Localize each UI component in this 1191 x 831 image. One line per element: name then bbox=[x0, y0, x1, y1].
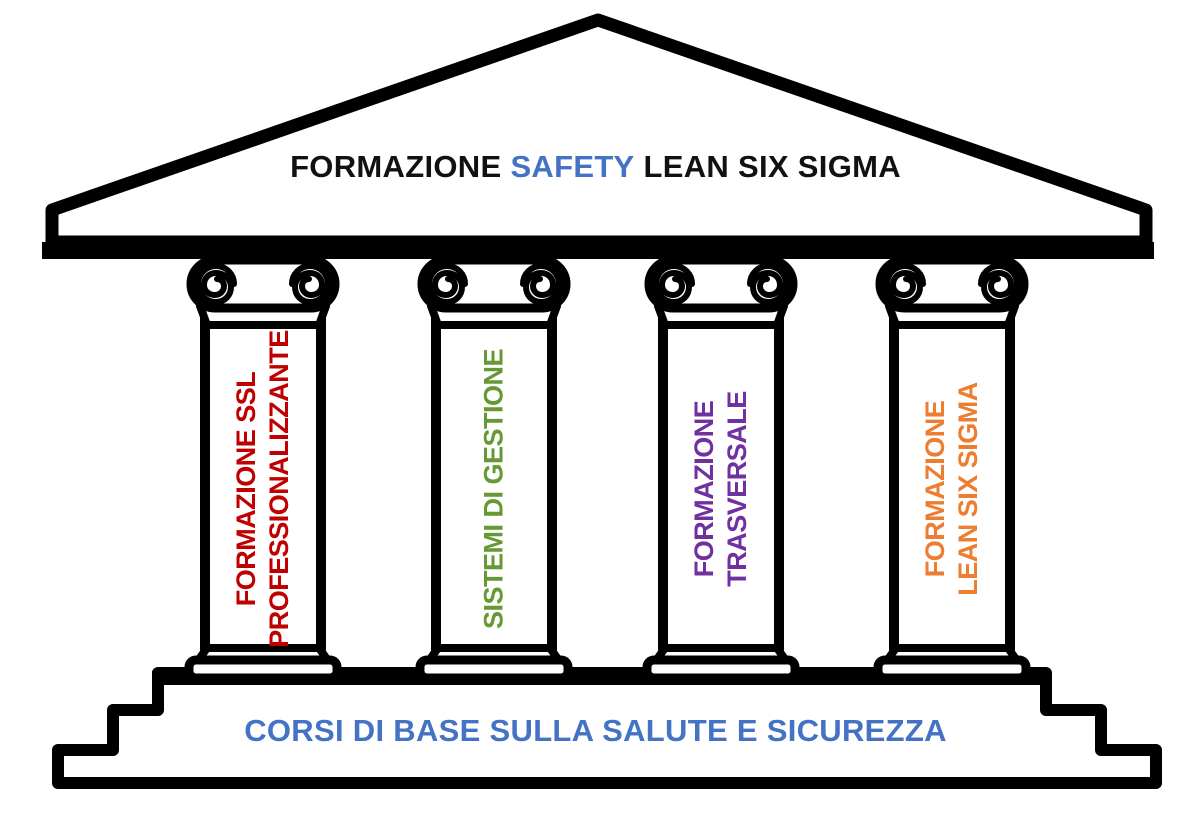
pillar-4-line-2: LEAN SIX SIGMA bbox=[953, 382, 983, 596]
base-title: CORSI DI BASE SULLA SALUTE E SICUREZZA bbox=[0, 714, 1191, 748]
pillar-1-line-2: PROFESSIONALIZZANTE bbox=[264, 330, 294, 648]
pillar-2-line-1: SISTEMI DI GESTIONE bbox=[478, 348, 509, 630]
pediment-title-part2: LEAN SIX SIGMA bbox=[643, 149, 901, 184]
pillar-3-line-1: FORMAZIONE bbox=[689, 400, 719, 578]
steps bbox=[52, 667, 1162, 789]
entablature-bar bbox=[42, 242, 1154, 259]
pillar-3-label: FORMAZIONE TRASVERSALE bbox=[688, 391, 754, 587]
pillar-1-line-1: FORMAZIONE SSL bbox=[231, 371, 261, 607]
base-title-text: CORSI DI BASE SULLA SALUTE E SICUREZZA bbox=[244, 713, 947, 748]
pediment-title-part1: FORMAZIONE bbox=[290, 149, 502, 184]
pediment bbox=[45, 13, 1153, 249]
pillar-4-label: FORMAZIONE LEAN SIX SIGMA bbox=[919, 382, 985, 596]
pillar-1-label: FORMAZIONE SSL PROFESSIONALIZZANTE bbox=[230, 330, 296, 648]
pediment-title: FORMAZIONE SAFETY LEAN SIX SIGMA bbox=[0, 150, 1191, 184]
pediment-title-highlight: SAFETY bbox=[510, 149, 635, 184]
pillar-3-line-2: TRASVERSALE bbox=[722, 391, 752, 587]
pillar-2-label: SISTEMI DI GESTIONE bbox=[478, 349, 511, 629]
stylobate-bar bbox=[152, 671, 1050, 685]
pillar-4-line-1: FORMAZIONE bbox=[920, 400, 950, 578]
